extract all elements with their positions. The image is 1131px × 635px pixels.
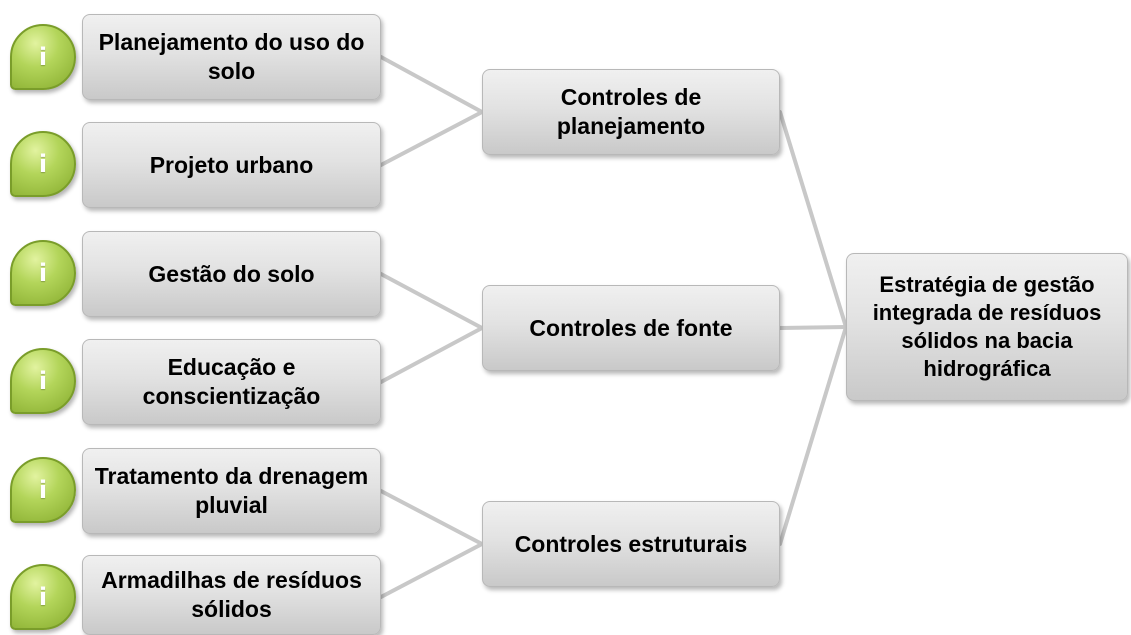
root-label: Estratégia de gestão integrada de resídu… bbox=[872, 272, 1102, 381]
group-label: Controles de planejamento bbox=[556, 84, 706, 139]
leaf-box-tratamento-drenagem: Tratamento da drenagem pluvial bbox=[82, 448, 381, 534]
info-icon[interactable]: i bbox=[10, 24, 76, 90]
connector-line bbox=[379, 55, 484, 114]
info-icon[interactable]: i bbox=[10, 131, 76, 197]
group-box-controles-fonte: Controles de fonte bbox=[482, 285, 780, 371]
info-icon-glyph: i bbox=[38, 259, 48, 287]
leaf-box-gestao-solo: Gestão do solo bbox=[82, 231, 381, 317]
group-label: Controles estruturais bbox=[514, 530, 748, 557]
group-label: Controles de fonte bbox=[529, 314, 733, 341]
info-icon[interactable]: i bbox=[10, 348, 76, 414]
connector-line bbox=[379, 542, 484, 599]
info-icon-glyph: i bbox=[38, 476, 48, 504]
leaf-box-educacao-conscientizacao: Educação e conscientização bbox=[82, 339, 381, 425]
connector-line bbox=[379, 489, 484, 546]
connector-line bbox=[778, 325, 848, 330]
leaf-label: Tratamento da drenagem pluvial bbox=[94, 463, 369, 518]
leaf-box-planejamento-uso-solo: Planejamento do uso do solo bbox=[82, 14, 381, 100]
root-box-estrategia-gestao: Estratégia de gestão integrada de resídu… bbox=[846, 253, 1128, 401]
info-icon-glyph: i bbox=[38, 43, 48, 71]
info-icon-glyph: i bbox=[38, 367, 48, 395]
info-icon-glyph: i bbox=[38, 150, 48, 178]
leaf-box-armadilhas-residuos: Armadilhas de resíduos sólidos bbox=[82, 555, 381, 635]
leaf-label: Gestão do solo bbox=[148, 260, 315, 287]
connector-line bbox=[379, 272, 484, 330]
leaf-label: Armadilhas de resíduos sólidos bbox=[101, 567, 362, 622]
leaf-label: Planejamento do uso do solo bbox=[98, 29, 365, 84]
info-icon[interactable]: i bbox=[10, 240, 76, 306]
connector-line bbox=[379, 326, 484, 384]
connector-line bbox=[778, 110, 848, 329]
leaf-box-projeto-urbano: Projeto urbano bbox=[82, 122, 381, 208]
connector-line bbox=[379, 110, 484, 167]
group-box-controles-planejamento: Controles de planejamento bbox=[482, 69, 780, 155]
connector-line bbox=[778, 325, 848, 546]
leaf-label: Projeto urbano bbox=[149, 151, 314, 178]
info-icon-glyph: i bbox=[38, 583, 48, 611]
info-icon[interactable]: i bbox=[10, 457, 76, 523]
leaf-label: Educação e conscientização bbox=[142, 354, 321, 409]
group-box-controles-estruturais: Controles estruturais bbox=[482, 501, 780, 587]
info-icon[interactable]: i bbox=[10, 564, 76, 630]
